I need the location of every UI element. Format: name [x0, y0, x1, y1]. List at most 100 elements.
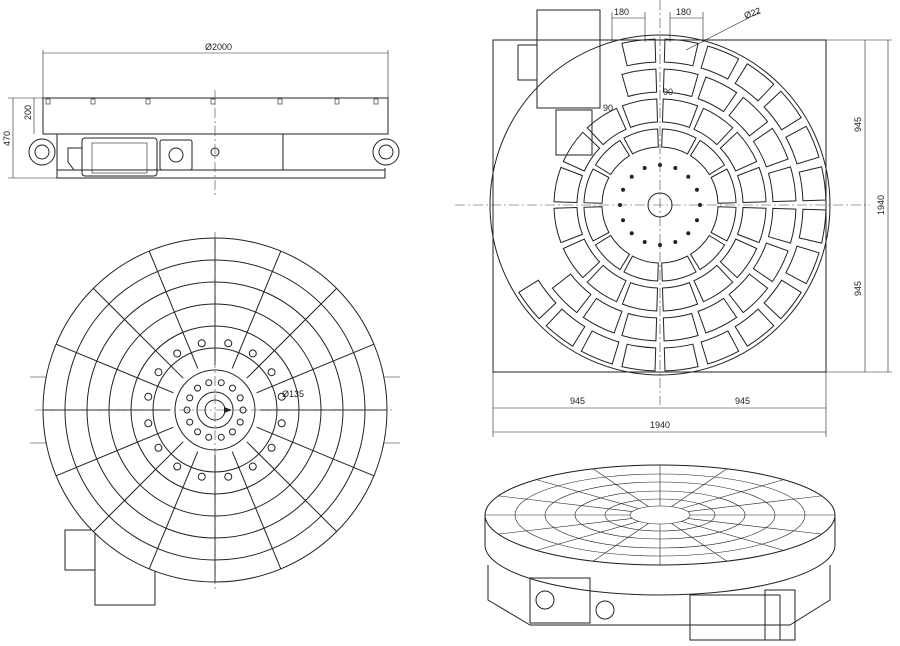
radial-t-slot	[592, 468, 649, 507]
total-width-label: 1940	[650, 420, 670, 430]
radial-t-slot	[231, 451, 282, 570]
bolt-hole	[621, 187, 626, 192]
table-pocket	[663, 38, 699, 67]
table-pocket	[621, 281, 659, 312]
table-pocket	[798, 166, 827, 202]
radial-t-slot	[55, 426, 174, 477]
table-pocket	[545, 308, 586, 347]
bolt-hole	[686, 231, 691, 236]
table-pocket	[689, 139, 726, 176]
table-pocket	[767, 207, 797, 244]
table-pocket	[583, 168, 610, 204]
half-height-bottom-label: 945	[853, 281, 863, 296]
table-pocket	[736, 206, 767, 244]
table-pocket	[623, 128, 659, 155]
table-pocket	[689, 234, 726, 271]
table-pocket	[562, 131, 601, 172]
table-pocket	[728, 96, 769, 137]
table-plate	[42, 97, 389, 135]
table-pocket	[710, 206, 737, 242]
bolt-hole	[197, 339, 206, 348]
isometric-view	[484, 464, 836, 641]
radial-t-slot	[498, 495, 633, 512]
radial-t-slot	[256, 343, 375, 394]
inner-bolt-hole	[217, 433, 225, 441]
table-pocket	[662, 312, 699, 342]
table-pocket	[661, 98, 699, 129]
radial-t-slot	[671, 468, 728, 507]
inner-bolt-hole	[236, 418, 244, 426]
table-pocket	[562, 238, 601, 279]
radial-t-slot	[93, 288, 184, 379]
encoder-plate	[555, 109, 593, 156]
diameter-dim-label: Ø2000	[205, 42, 232, 52]
radial-t-slot	[246, 441, 337, 532]
radial-t-slot	[687, 518, 822, 535]
table-pocket	[798, 208, 827, 244]
radial-t-slot	[681, 521, 784, 551]
t-slot-stud	[45, 98, 51, 105]
bolt-hole	[694, 218, 699, 223]
table-pocket	[736, 166, 767, 204]
half-width-left-label: 945	[570, 396, 585, 406]
bolt-hole	[154, 443, 163, 452]
bolt-hole	[144, 392, 153, 401]
table-pocket	[700, 45, 740, 80]
radial-t-slot	[256, 426, 375, 477]
hole-spacing-right-label: 180	[676, 7, 691, 17]
table-pocket	[580, 330, 620, 365]
radial-t-slot	[231, 250, 282, 369]
bolt-hole	[658, 243, 662, 247]
motor-housing-top	[536, 9, 601, 109]
inner-bolt-hole	[186, 394, 194, 402]
bolt-hole	[248, 349, 257, 358]
fan-icon	[168, 147, 184, 163]
table-pocket	[752, 242, 789, 283]
table-pocket	[663, 343, 699, 372]
inner-bolt-hole	[236, 394, 244, 402]
table-pocket	[551, 273, 592, 314]
bolt-hole	[277, 392, 286, 401]
hole-spacing-left-label: 180	[614, 7, 629, 17]
front-view: Ø135	[30, 232, 400, 606]
bolt-hole	[629, 231, 634, 236]
table-pocket	[710, 168, 737, 204]
radial-t-slot	[536, 479, 639, 509]
iso-motor	[689, 594, 781, 641]
t-slot-stud	[145, 98, 151, 105]
bolt-hole	[629, 174, 634, 179]
table-pocket	[594, 234, 631, 271]
radial-t-slot	[681, 479, 784, 509]
table-pocket	[594, 139, 631, 176]
table-pocket	[767, 166, 797, 203]
radial-t-slot	[536, 521, 639, 551]
bolt-hole	[224, 339, 233, 348]
radial-t-slot	[687, 495, 822, 512]
radial-t-slot	[671, 523, 728, 562]
table-pocket	[582, 297, 623, 334]
table-pocket	[785, 245, 820, 285]
bolt-hole	[673, 239, 678, 244]
total-height-label: 470	[2, 131, 12, 146]
base-outline	[492, 39, 827, 373]
table-pocket	[763, 279, 802, 320]
table-pocket	[586, 107, 627, 146]
table-pocket	[693, 264, 734, 303]
bolt-hole	[144, 419, 153, 428]
radial-t-slot	[148, 250, 199, 369]
radial-t-slot	[592, 523, 649, 562]
plate-height-label: 200	[23, 105, 33, 120]
table-pocket	[662, 68, 699, 98]
table-pocket	[661, 281, 699, 312]
t-slot-stud	[373, 98, 379, 105]
inner-bolt-hole	[194, 428, 202, 436]
table-pocket	[728, 273, 769, 314]
bolt-hole	[267, 443, 276, 452]
table-pocket	[553, 166, 584, 204]
radial-t-slot	[55, 343, 174, 394]
offset-label-b: 90	[603, 103, 613, 113]
total-height-label: 1940	[876, 195, 886, 215]
radial-t-slot	[498, 518, 633, 535]
table-pocket	[518, 279, 557, 320]
